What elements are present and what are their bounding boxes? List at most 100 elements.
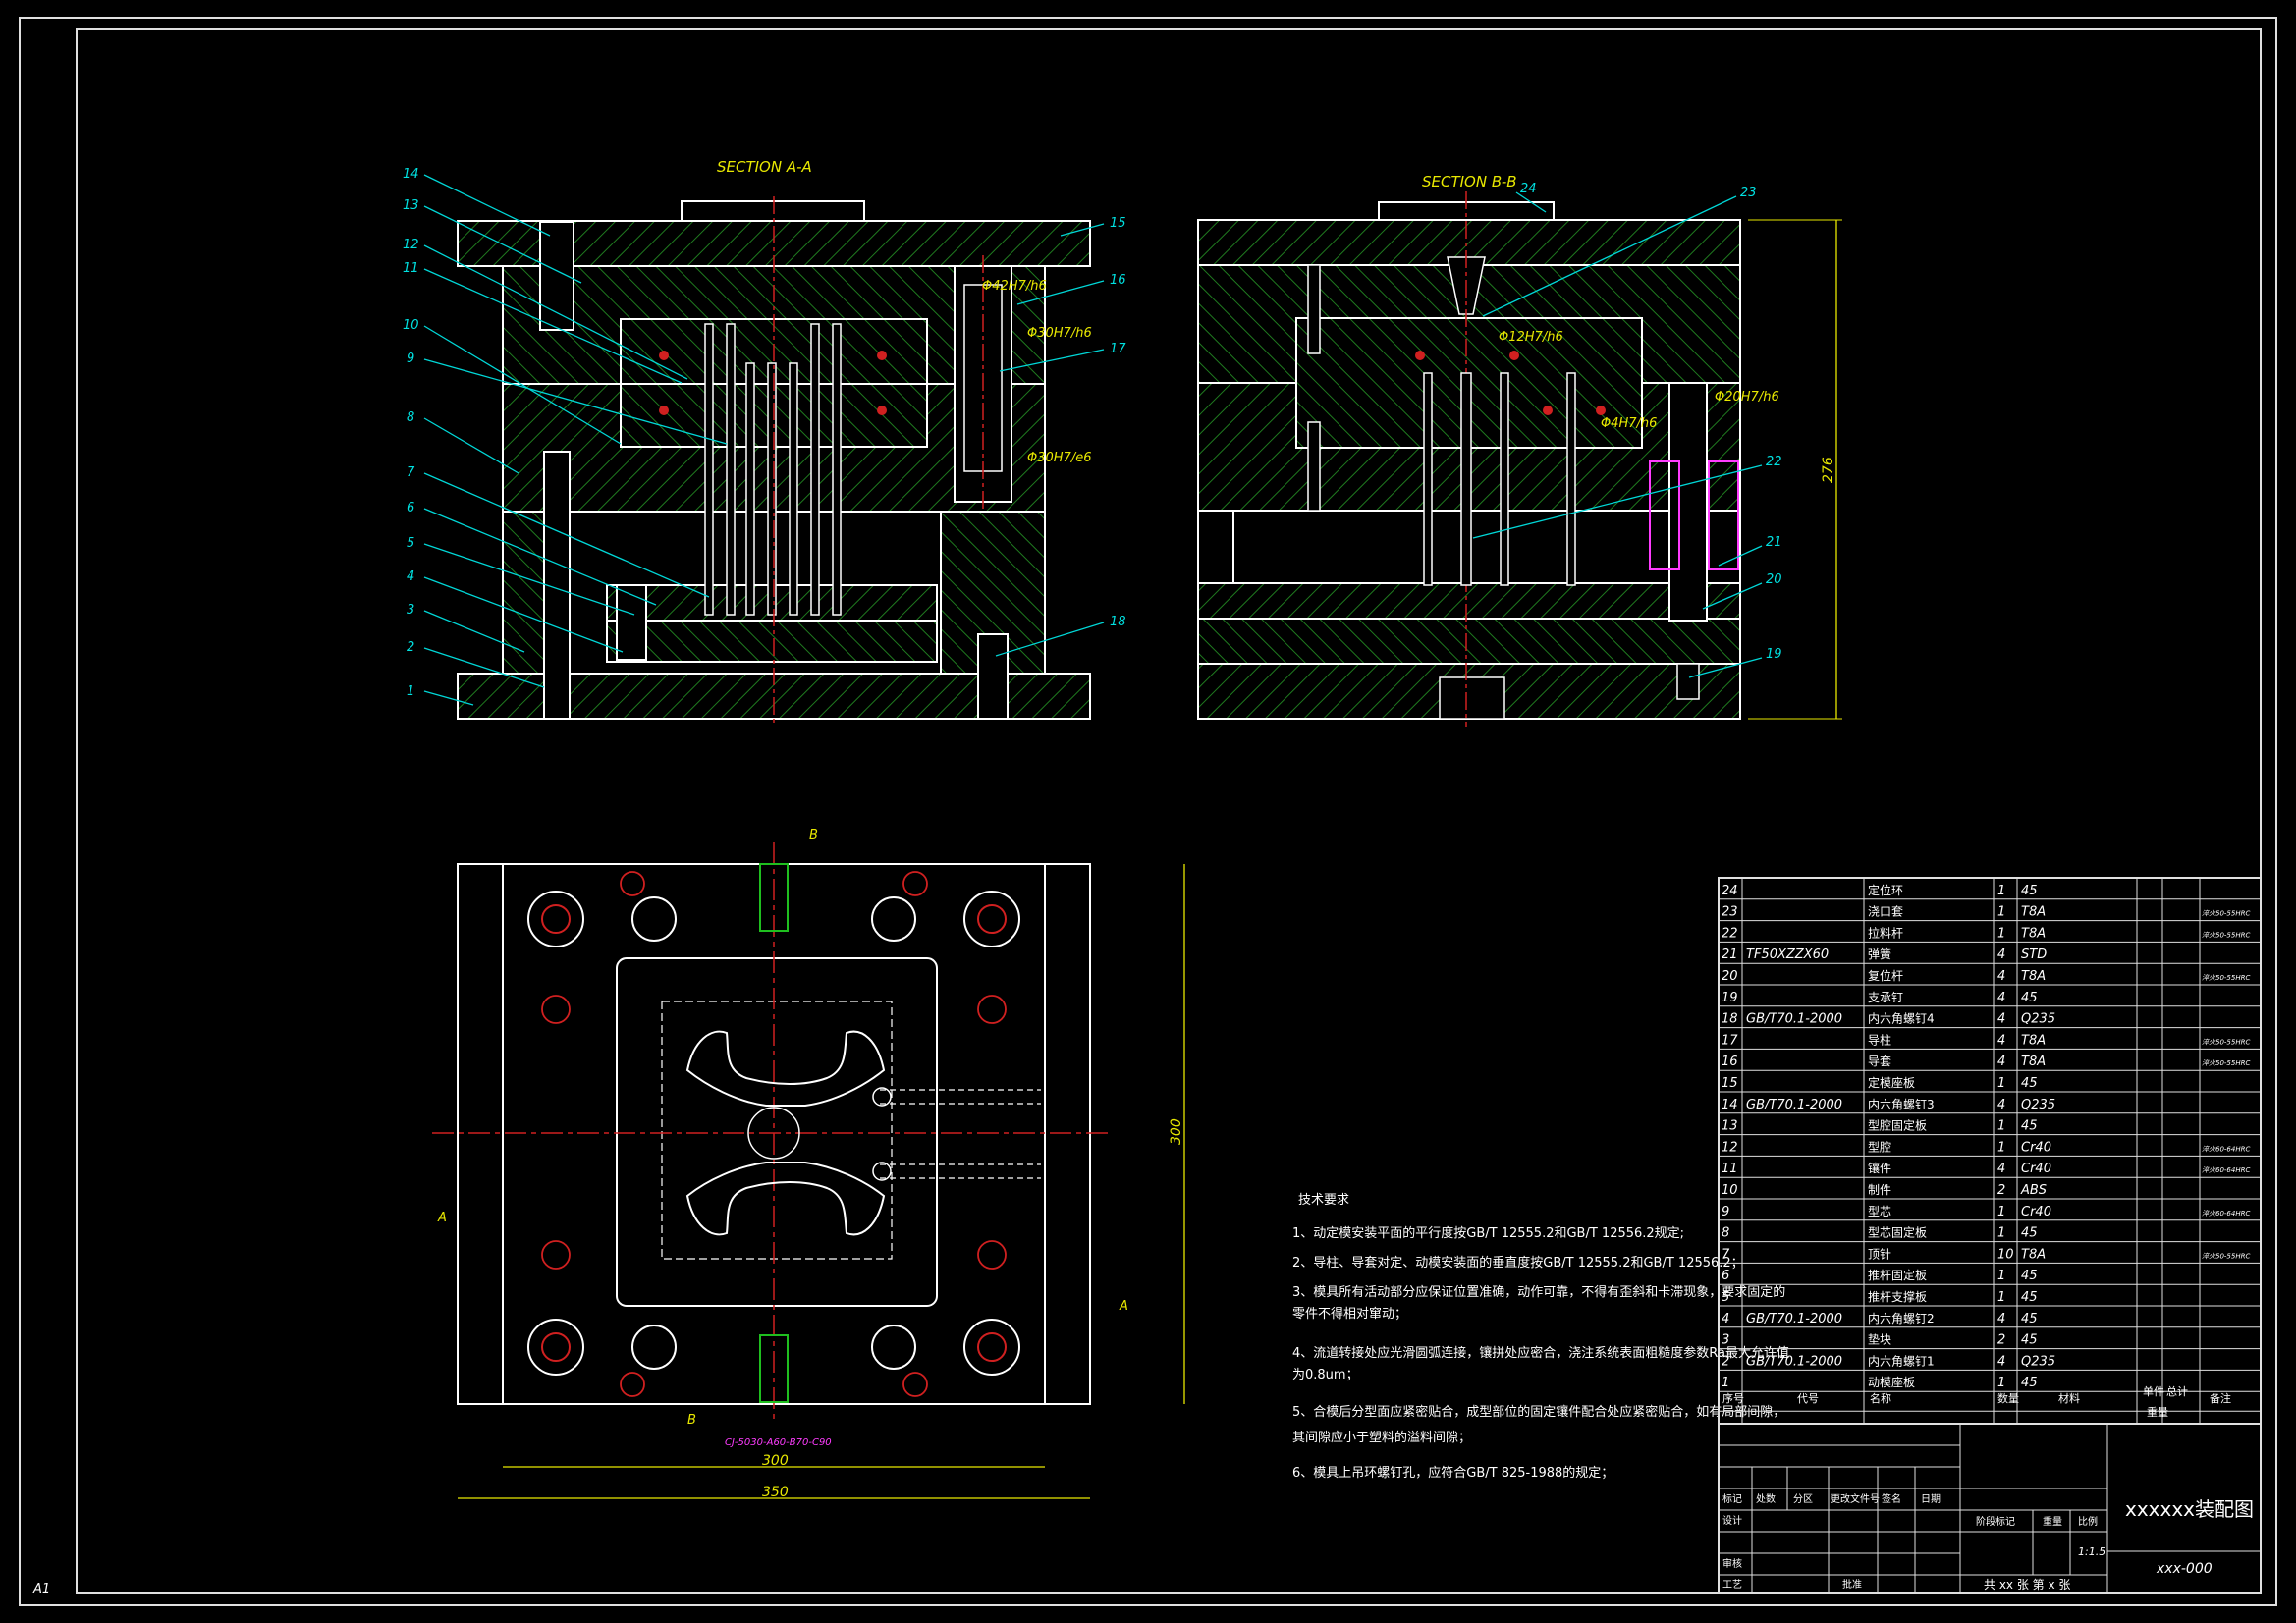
bom-cell: 4 bbox=[1997, 1098, 2005, 1112]
bom-cell: 1 bbox=[1997, 1226, 2005, 1241]
bb-fit-3: Φ4H7/h6 bbox=[1601, 416, 1657, 431]
tb-label: 工艺 bbox=[1722, 1579, 1742, 1591]
bb-callout: 24 bbox=[1520, 182, 1537, 196]
bom-cell: 导柱 bbox=[1868, 1032, 1891, 1047]
bb-support-pin bbox=[1676, 663, 1700, 700]
bb-callout: 22 bbox=[1766, 455, 1782, 469]
bom-cell: 淬火50-55HRC bbox=[2202, 1059, 2250, 1067]
tech-requirements: 技术要求 1、动定模安装平面的平行度按GB/T 12555.2和GB/T 125… bbox=[1292, 1193, 1789, 1481]
bom-cell: 淬火50-55HRC bbox=[2202, 974, 2250, 982]
bom-cell: 型芯 bbox=[1868, 1205, 1891, 1218]
plan-screw-holes bbox=[541, 871, 1007, 1397]
aa-callout: 17 bbox=[1110, 342, 1126, 356]
bom-cell: 拉料杆 bbox=[1868, 925, 1903, 940]
aa-callout: 5 bbox=[407, 536, 414, 551]
bb-ejector-support-plate bbox=[1197, 618, 1741, 665]
bom-cell: GB/T70.1-2000 bbox=[1746, 1354, 1842, 1369]
tech-requirement-line: 5、合模后分型面应紧密贴合，成型部位的固定镶件配合处应紧密贴合，如有局部间隙， bbox=[1292, 1404, 1785, 1420]
bom-cell: 内六角螺钉2 bbox=[1868, 1312, 1935, 1325]
bom-cell: GB/T70.1-2000 bbox=[1746, 1098, 1842, 1112]
bb-spacer-left bbox=[1197, 510, 1234, 584]
plan-view: 300 350 300 CJ-5030-A60-B70-C90 B B A A bbox=[432, 828, 1185, 1500]
tb-label: 审核 bbox=[1722, 1557, 1742, 1570]
bom-cell: 4 bbox=[1997, 1012, 2005, 1027]
aa-callout-numbers: 1 2 3 4 5 6 7 8 9 10 11 12 13 14 15 16 1… bbox=[403, 167, 1126, 699]
tb-label: 重量 bbox=[2043, 1515, 2062, 1528]
bom-cell: 制件 bbox=[1868, 1183, 1891, 1197]
bom-cell: 4 bbox=[1997, 1354, 2005, 1369]
bom-header-weight: 重量 bbox=[2147, 1405, 2168, 1419]
bom-cell: 1 bbox=[1997, 1076, 2005, 1091]
aa-callout: 9 bbox=[407, 352, 414, 366]
plan-molded-part-lower bbox=[685, 1162, 886, 1236]
aa-locating-ring bbox=[681, 200, 865, 222]
bom-cell: 型腔固定板 bbox=[1868, 1118, 1927, 1133]
bom-cell: 1 bbox=[1722, 1376, 1729, 1390]
tb-label: 分区 bbox=[1793, 1493, 1813, 1505]
bb-fit-1: Φ12H7/h6 bbox=[1499, 330, 1563, 345]
bom-cell: 浇口套 bbox=[1868, 905, 1903, 919]
bom-cell: T8A bbox=[2021, 905, 2046, 920]
bom-cell: 4 bbox=[1997, 991, 2005, 1005]
bom-cell: 10 bbox=[1722, 1183, 1738, 1198]
bom-cell: 复位杆 bbox=[1868, 968, 1903, 983]
tb-label: 比例 bbox=[2078, 1515, 2098, 1528]
bom-cell: 2 bbox=[1722, 1354, 1729, 1369]
drawing-number: xxx-000 bbox=[2156, 1561, 2213, 1577]
aa-callout: 12 bbox=[403, 238, 419, 252]
bom-cell: 4 bbox=[1997, 1312, 2005, 1326]
bom-header-material: 材料 bbox=[2058, 1391, 2080, 1405]
bom-cell: 1 bbox=[1997, 1119, 2005, 1134]
bom-cell: 45 bbox=[2021, 1226, 2038, 1241]
section-b-b-title: SECTION B-B bbox=[1422, 173, 1517, 190]
section-a-a-view: SECTION A-A bbox=[403, 158, 1126, 727]
bom-cell: 淬火50-55HRC bbox=[2202, 1252, 2250, 1260]
bom-cell: 弹簧 bbox=[1868, 947, 1891, 961]
bb-spring bbox=[1649, 460, 1680, 570]
bom-cell: 4 bbox=[1722, 1312, 1729, 1326]
title-block-frame bbox=[1718, 1423, 2262, 1594]
bom-cell: 1 bbox=[1997, 1376, 2005, 1390]
bom-cell: 16 bbox=[1722, 1055, 1738, 1069]
plan-channel-top bbox=[759, 863, 789, 932]
plan-cooling-plug-2 bbox=[872, 1162, 892, 1181]
bom-cell: 4 bbox=[1997, 969, 2005, 984]
bom-header-name: 名称 bbox=[1870, 1391, 1891, 1405]
aa-callout: 14 bbox=[403, 167, 419, 182]
bb-ejector-pins bbox=[1307, 264, 1576, 586]
sheet-size-label: A1 bbox=[32, 1582, 50, 1596]
aa-callout: 16 bbox=[1110, 273, 1126, 288]
bom-cell: Q235 bbox=[2021, 1098, 2055, 1112]
bom-cell: 内六角螺钉3 bbox=[1868, 1098, 1935, 1111]
plan-section-marker-a-right: A bbox=[1119, 1299, 1128, 1314]
bom-cell: 内六角螺钉4 bbox=[1868, 1012, 1935, 1026]
tb-label: 日期 bbox=[1921, 1493, 1941, 1505]
aa-cooling-holes bbox=[659, 351, 887, 415]
plan-part-label: CJ-5030-A60-B70-C90 bbox=[725, 1437, 832, 1448]
bom-cell: Cr40 bbox=[2021, 1162, 2051, 1176]
tech-requirements-heading: 技术要求 bbox=[1298, 1193, 1349, 1208]
plan-dim-outer: 350 bbox=[762, 1485, 789, 1500]
bom-cell: 45 bbox=[2021, 1376, 2038, 1390]
bom-cell: Cr40 bbox=[2021, 1140, 2051, 1155]
bom-cell: 45 bbox=[2021, 1333, 2038, 1348]
bb-ejector-hole bbox=[1439, 676, 1505, 720]
bom-cell: 20 bbox=[1722, 969, 1738, 984]
tech-requirement-line: 零件不得相对窜动； bbox=[1292, 1306, 1407, 1322]
bom-cell: 45 bbox=[2021, 1312, 2038, 1326]
bom-cell: 淬火60-64HRC bbox=[2202, 1145, 2250, 1153]
aa-callout: 7 bbox=[407, 465, 415, 480]
plan-guide-holes bbox=[527, 891, 1020, 1376]
plan-insert-pocket bbox=[616, 957, 938, 1307]
bom-cell: 15 bbox=[1722, 1076, 1738, 1091]
aa-screw-bottom-right bbox=[977, 633, 1009, 720]
bb-spacer-right bbox=[1704, 510, 1741, 584]
bom-cell: T8A bbox=[2021, 926, 2046, 941]
bom-cell: 21 bbox=[1722, 947, 1738, 962]
tb-label: 标记 bbox=[1722, 1493, 1742, 1505]
bom-cell: 5 bbox=[1722, 1290, 1729, 1305]
bb-return-pin bbox=[1668, 382, 1708, 622]
tech-requirement-line: 4、流道转接处应光滑圆弧连接，镶拼处应密合，浇注系统表面粗糙度参数Ra最大允许值 bbox=[1292, 1345, 1789, 1361]
